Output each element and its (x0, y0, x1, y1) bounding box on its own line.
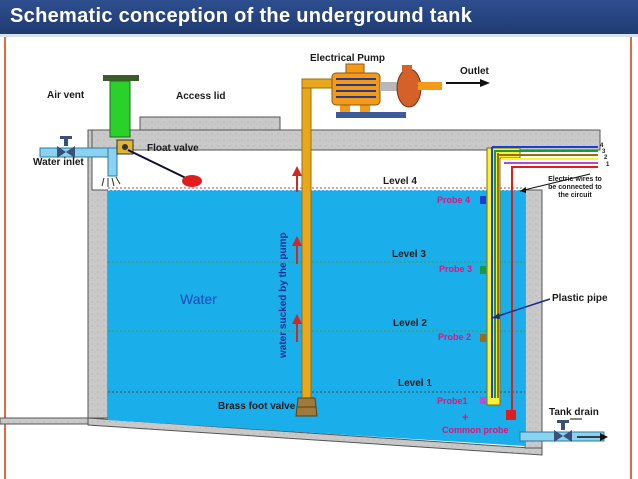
right-frame-line (630, 37, 632, 479)
probe-2-marker (480, 334, 486, 342)
wire-number-3: 3 (602, 149, 606, 155)
tank-wall (87, 129, 109, 419)
tank-schematic (0, 63, 608, 456)
level-4-label: Level 4 (383, 176, 417, 187)
suction-pipe (301, 85, 312, 405)
access-lid-label: Access lid (176, 91, 226, 102)
ground-line (0, 417, 89, 425)
pump-motor-icon (331, 63, 442, 118)
left-frame-line (4, 37, 6, 479)
plus-sign: + (462, 412, 469, 424)
water-sucked-label: water sucked by the pump (278, 232, 289, 358)
water-label: Water (180, 291, 217, 307)
probe-3-marker (480, 266, 486, 274)
slide-title: Schematic conception of the underground … (10, 5, 473, 27)
probe-2-label: Probe 2 (438, 332, 472, 342)
probe-4-label: Probe 4 (437, 195, 471, 205)
probe-3-label: Probe 3 (439, 264, 473, 274)
level-1-label: Level 1 (398, 378, 432, 389)
slab-main (91, 129, 601, 151)
outlet-arrow-icon (446, 79, 490, 87)
inlet-pipe (39, 147, 113, 158)
wire-number-1: 1 (606, 162, 610, 168)
wire-number-4: 4 (600, 143, 604, 149)
level-2-label: Level 2 (393, 318, 427, 329)
brass-foot-valve-label: Brass foot valve (218, 401, 296, 412)
outlet-label: Outlet (460, 66, 489, 77)
drain-valve-icon (554, 420, 572, 442)
float-valve-label: Float valve (147, 143, 199, 154)
tank-drain-label: Tank drain (549, 407, 599, 418)
wire-number-2: 2 (604, 155, 608, 161)
electric-wires-label: Electric wires to be connected to the ci… (548, 176, 602, 200)
probe-4-marker (480, 196, 486, 204)
inlet-valve-icon (57, 136, 75, 158)
plastic-pipe-label: Plastic pipe (552, 293, 608, 304)
air-vent (109, 80, 131, 138)
probe-1-label: Probe1 (437, 396, 468, 406)
water-body (108, 190, 525, 446)
probe-1-marker (480, 397, 486, 404)
common-probe-marker (506, 410, 516, 420)
electrical-pump-label: Electrical Pump (310, 53, 386, 64)
air-vent-cap (103, 75, 139, 81)
water-inlet-label: Water inlet (33, 157, 84, 168)
common-probe-label: Common probe (442, 425, 509, 435)
title-bar: Schematic conception of the underground … (0, 0, 638, 37)
right-wall (524, 189, 543, 449)
float-ball-icon (182, 175, 202, 187)
air-vent-label: Air vent (47, 90, 85, 101)
level-3-label: Level 3 (392, 249, 426, 260)
flow-arrow-icon (292, 166, 302, 342)
